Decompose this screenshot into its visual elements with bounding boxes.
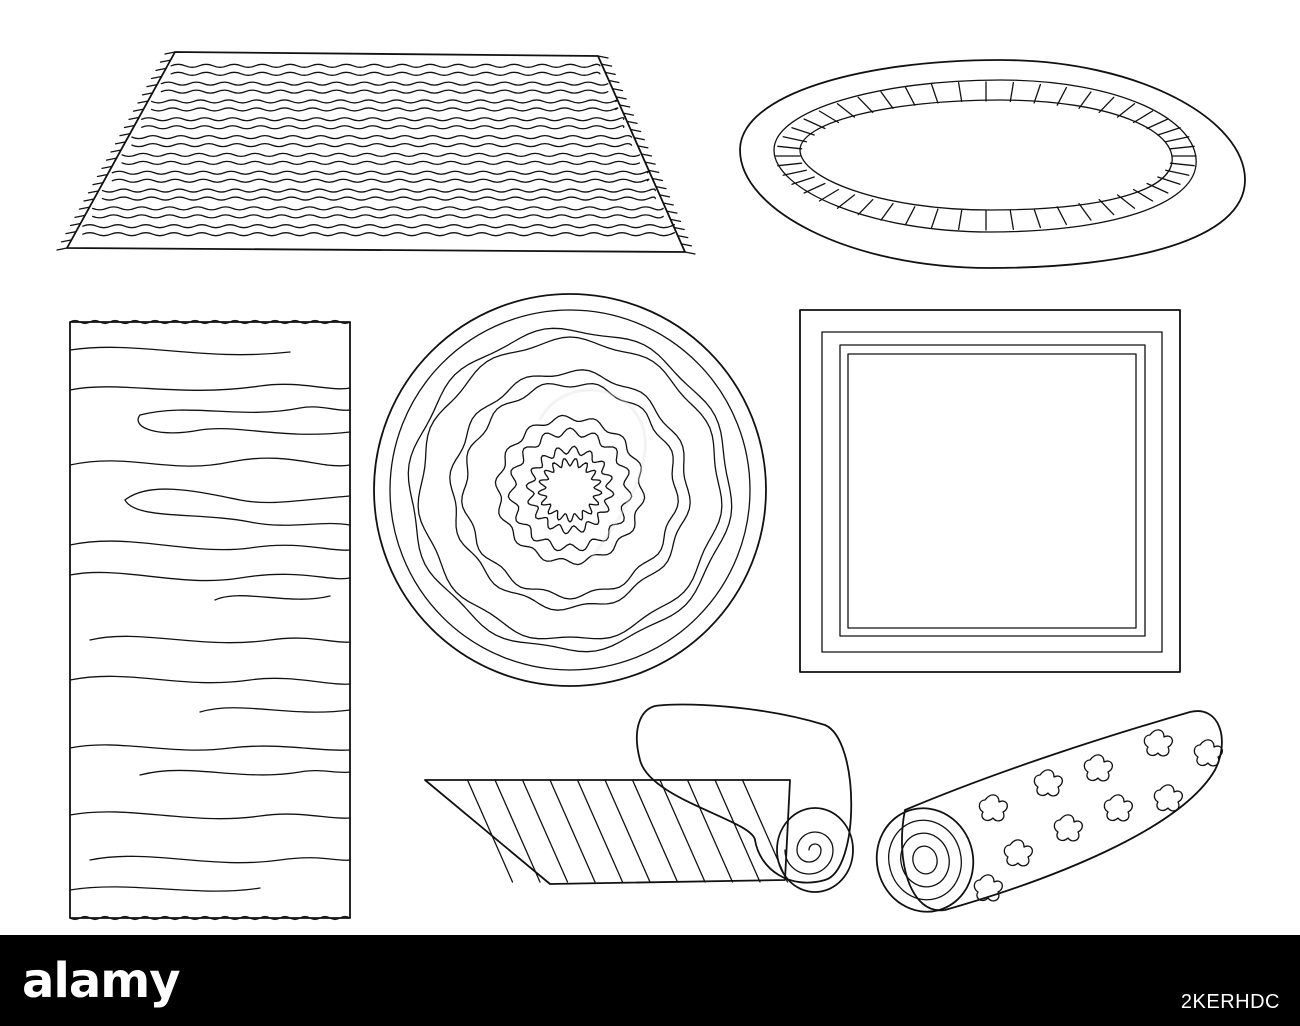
logo-text: alamy bbox=[22, 953, 181, 1009]
image-id-label: 2KERHDC bbox=[1180, 991, 1280, 1013]
rolled-patterned-rug bbox=[875, 710, 1223, 913]
square-bordered-rug bbox=[799, 309, 1181, 673]
rolled-striped-rug bbox=[424, 703, 854, 893]
rug-illustration-artwork bbox=[56, 51, 1246, 921]
oval-rug bbox=[739, 59, 1246, 269]
striped-fringe-rug bbox=[56, 51, 696, 255]
alamy-logo[interactable]: alamy bbox=[22, 953, 181, 1009]
round-rug bbox=[373, 293, 767, 687]
stock-footer-bar: alamy 2KERHDC bbox=[0, 935, 1300, 1026]
long-rectangular-rug bbox=[69, 319, 351, 921]
